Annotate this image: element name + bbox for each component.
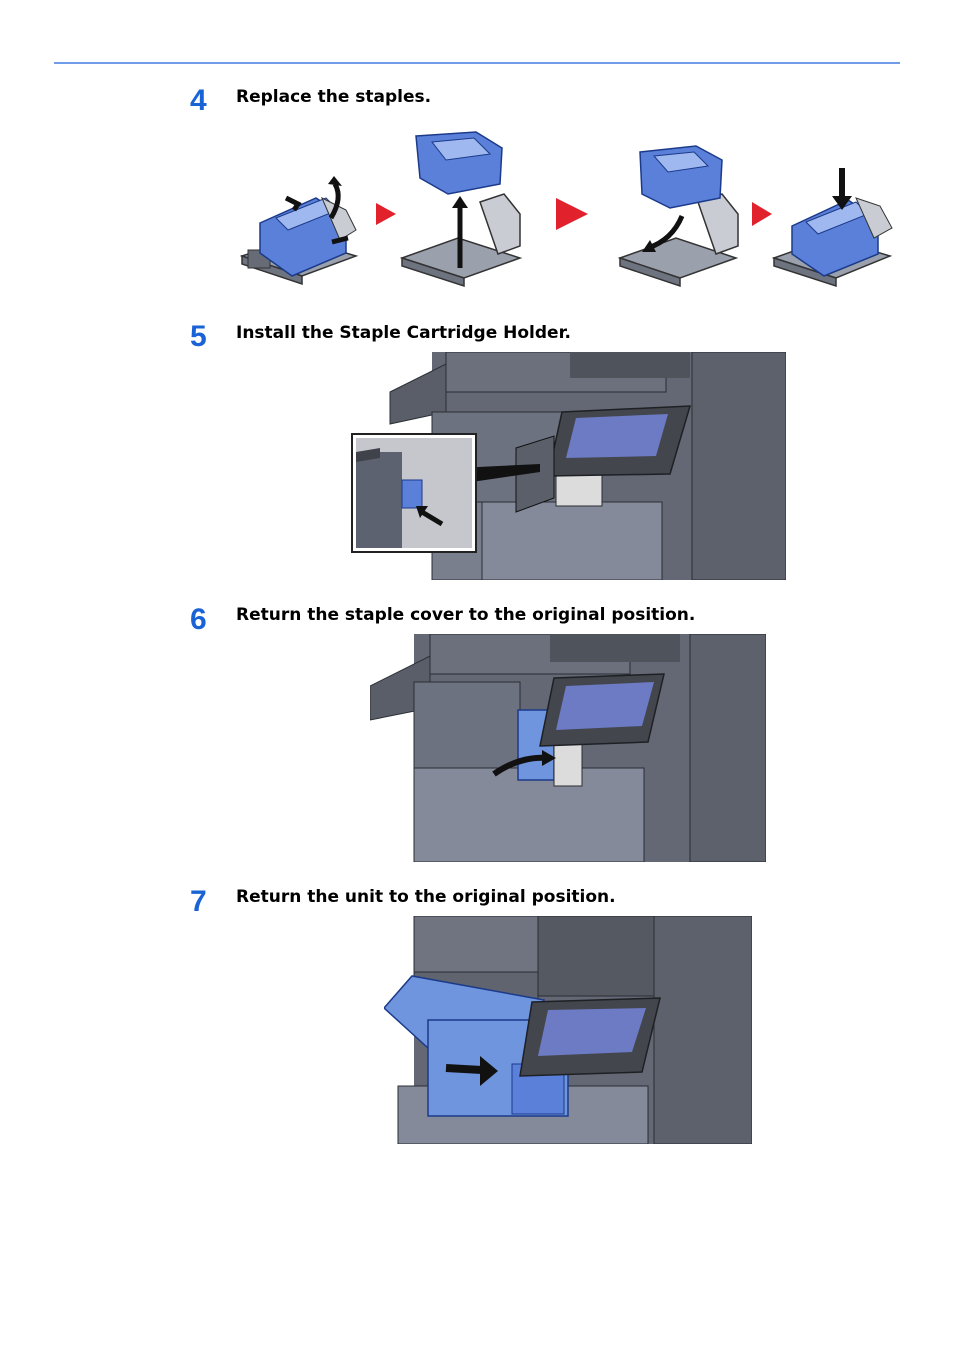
return-unit-illustration [384,916,752,1144]
staple-replacement-illustration [236,128,900,298]
step-instruction: Return the staple cover to the original … [236,605,696,625]
step-instruction: Replace the staples. [236,87,432,107]
cartridge-removed-frame [399,131,523,288]
cartridge-insert-frame [617,145,739,288]
step-instruction: Return the unit to the original position… [236,887,616,907]
cartridge-installed-frame [771,168,893,288]
next-arrow-icon [556,198,588,230]
next-arrow-icon [752,202,772,226]
step-number: 7 [190,885,207,918]
next-arrow-icon [376,203,396,225]
install-holder-illustration [350,352,786,580]
step-instruction: Install the Staple Cartridge Holder. [236,323,571,343]
close-staple-cover-illustration [370,634,766,862]
step-number: 4 [190,84,207,117]
holder-with-cartridge-frame [239,176,359,286]
step-number: 6 [190,603,207,636]
step-number: 5 [190,320,207,353]
header-rule [54,62,900,64]
